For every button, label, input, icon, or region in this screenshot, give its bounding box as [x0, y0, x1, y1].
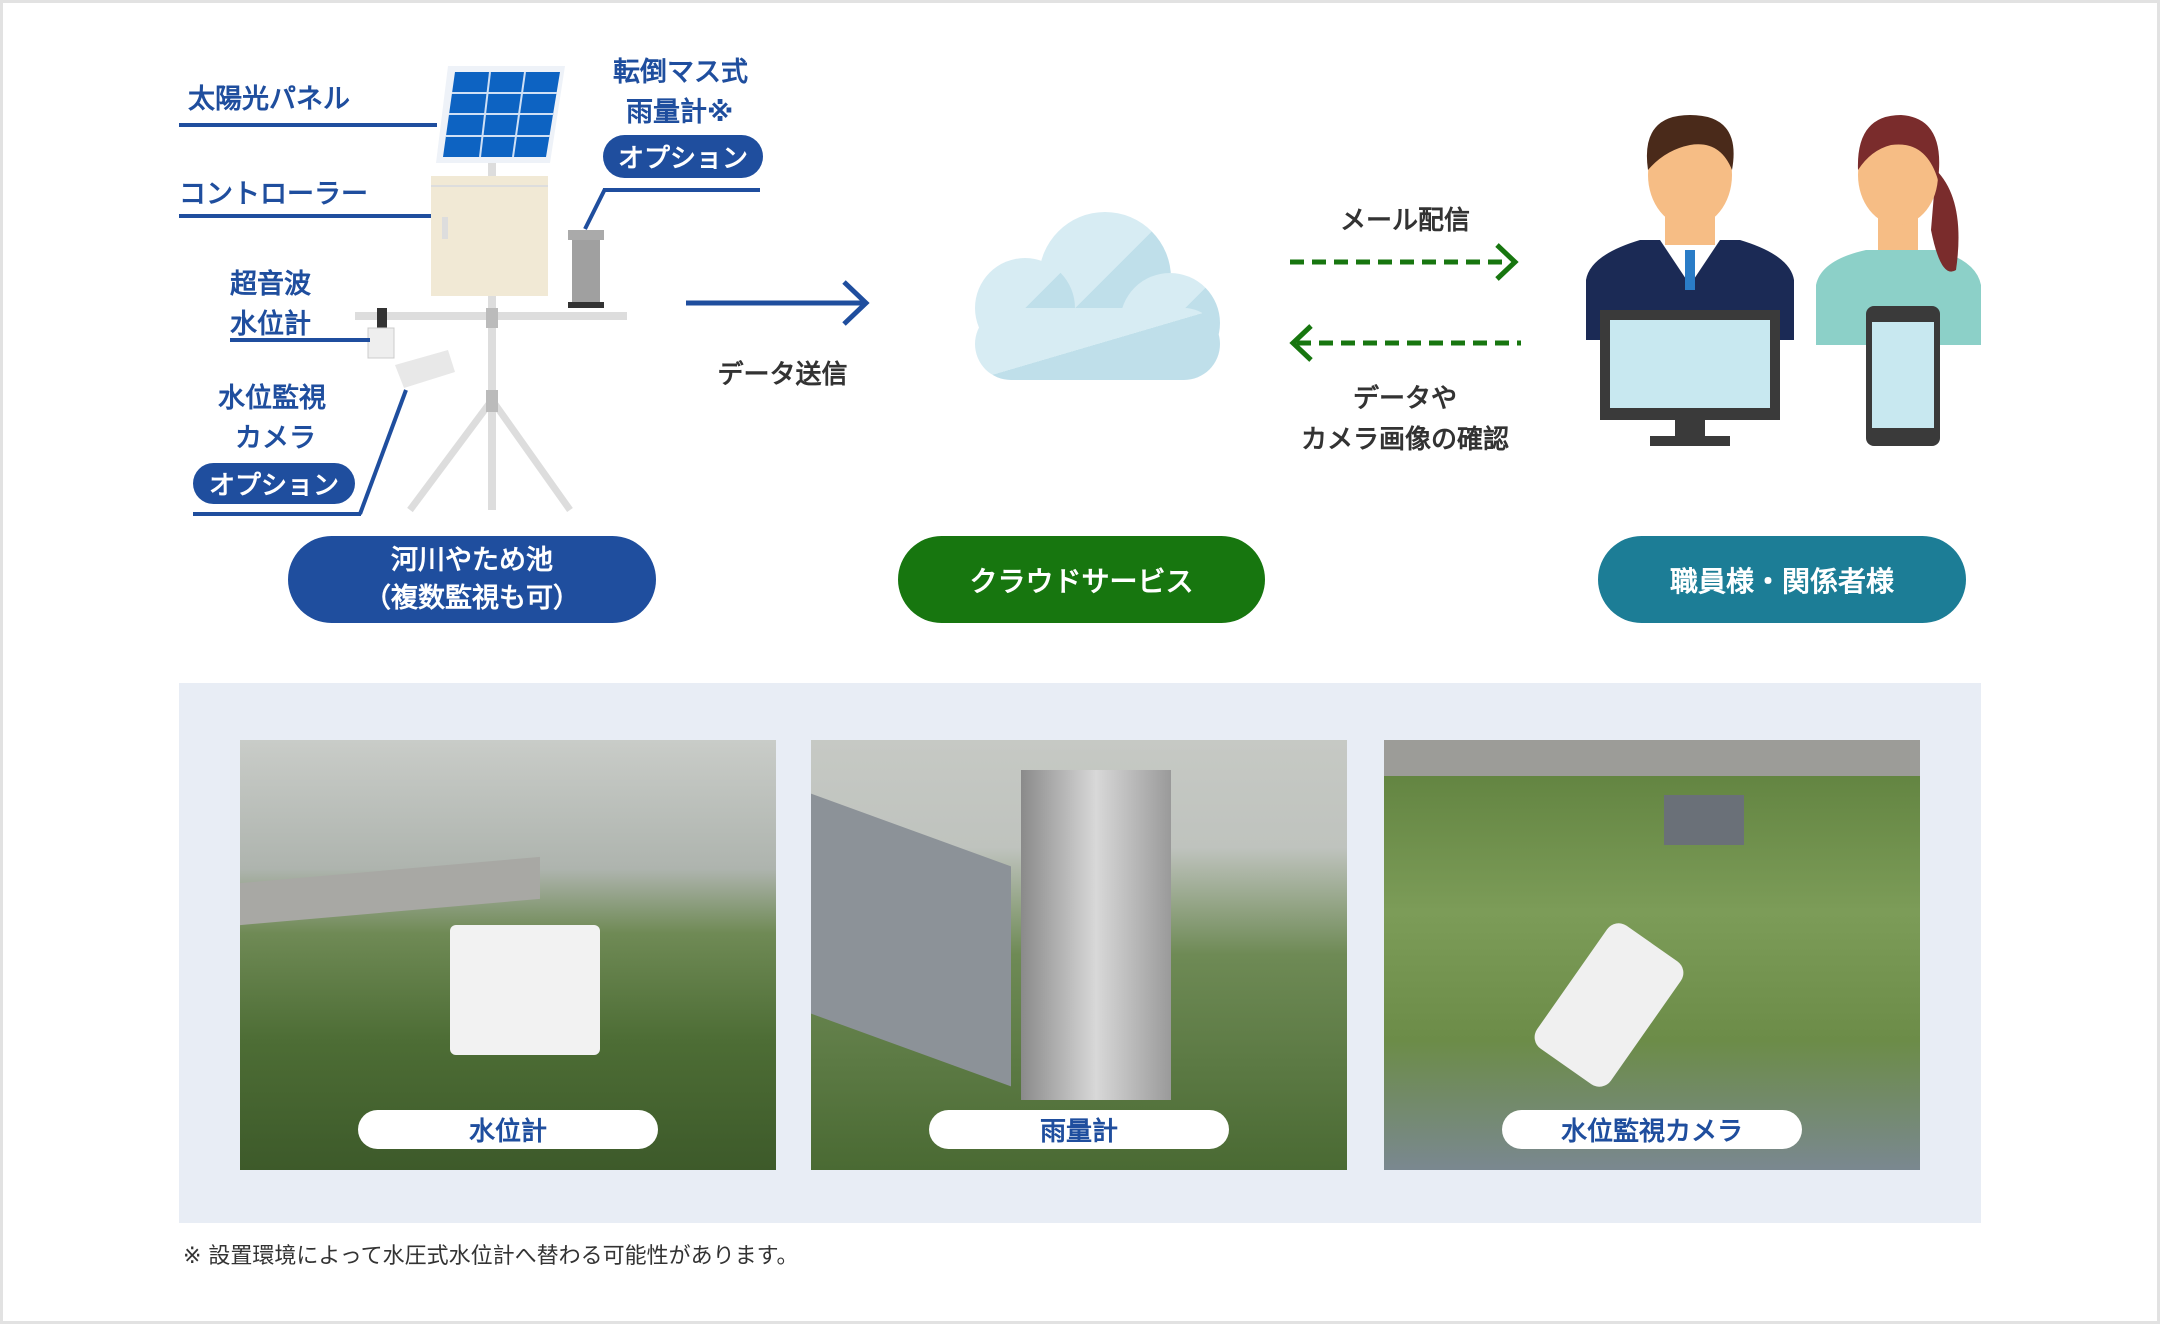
rain-gauge-leader-line [603, 188, 760, 192]
solar-panel-label: 太陽光パネル [188, 84, 350, 115]
confirm-label-2: カメラ画像の確認 [1300, 425, 1509, 455]
site-badge: 河川やため池 （複数監視も可） [288, 536, 656, 623]
camera-leader-line [193, 512, 361, 516]
staff-badge: 職員様・関係者様 [1598, 536, 1966, 623]
controller-label: コントローラー [179, 179, 368, 210]
photo-label: 雨量計 [929, 1110, 1229, 1149]
mail-delivery-label: メール配信 [1339, 206, 1470, 236]
controller-leader-line [179, 214, 431, 218]
monitoring-station-illustration [355, 66, 627, 513]
ultrasonic-leader-line [230, 338, 370, 342]
site-badge-line-1: 河川やため池 [391, 544, 553, 576]
ultrasonic-label-2: 水位計 [230, 309, 311, 340]
photo-rain-gauge: 雨量計 [811, 740, 1347, 1170]
camera-option-badge: オプション [193, 463, 355, 504]
camera-label-1: 水位監視 [218, 383, 326, 414]
staff-illustration [1586, 115, 1981, 446]
female-staff-icon [1816, 115, 1981, 446]
cloud-service-badge: クラウドサービス [898, 536, 1265, 623]
ultrasonic-label-1: 超音波 [230, 269, 311, 300]
rain-gauge-label-1: 転倒マス式 [613, 57, 748, 88]
rain-gauge-label-2: 雨量計※ [626, 97, 734, 128]
camera-label-2: カメラ [235, 423, 316, 454]
cloud-icon [975, 212, 1220, 380]
site-badge-line-2: （複数監視も可） [364, 582, 580, 614]
photo-water-level-sensor: 水位計 [240, 740, 776, 1170]
data-send-label: データ送信 [717, 360, 848, 390]
solar-panel-leader-line [179, 123, 437, 127]
rain-gauge-leader-diagonal [583, 188, 607, 230]
camera-leader-diagonal [358, 389, 408, 515]
footnote: ※ 設置環境によって水圧式水位計へ替わる可能性があります。 [183, 1244, 799, 1269]
photo-label: 水位監視カメラ [1502, 1110, 1802, 1149]
photo-label: 水位計 [358, 1110, 658, 1149]
confirm-label-1: データや [1352, 384, 1457, 414]
male-staff-icon [1586, 115, 1794, 446]
data-send-arrow-icon [686, 280, 870, 326]
rain-gauge-option-badge: オプション [603, 135, 763, 178]
photo-camera: 水位監視カメラ [1384, 740, 1920, 1170]
bidirectional-dashed-arrows-icon [1289, 243, 1521, 362]
